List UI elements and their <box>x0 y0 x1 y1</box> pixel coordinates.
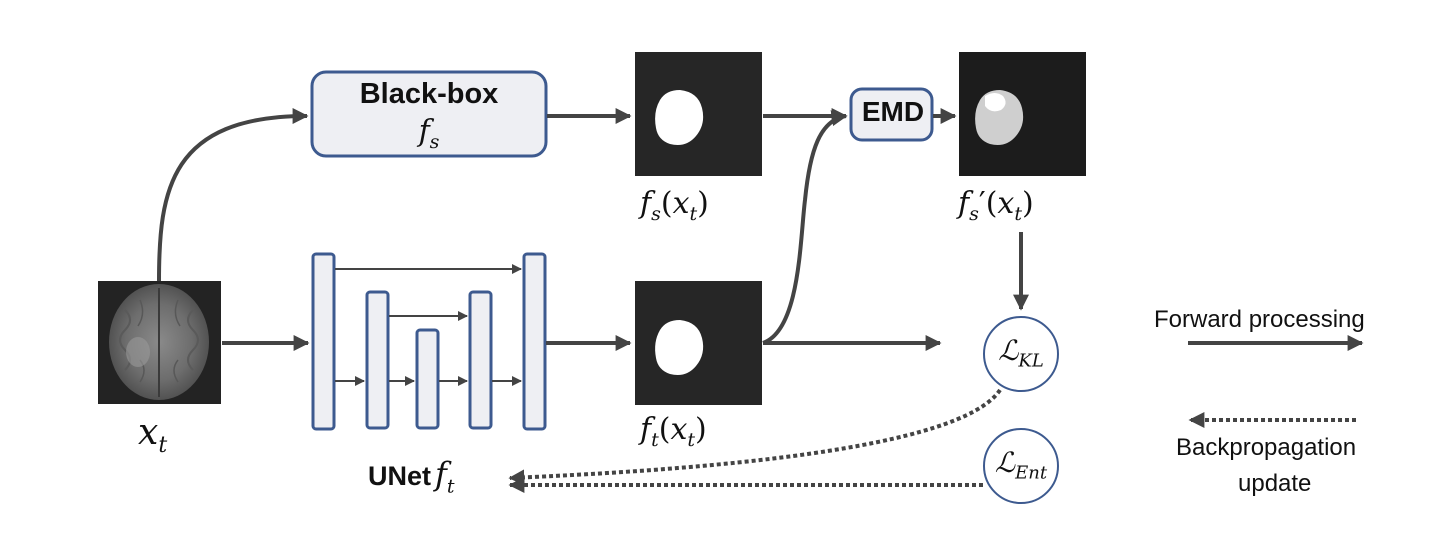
loss-ent-sub: Ent <box>1015 462 1048 484</box>
unet-f: f <box>435 455 447 493</box>
fsp-x: x <box>997 186 1015 221</box>
emd-box <box>849 87 934 142</box>
unet-diagram <box>311 252 547 431</box>
blackbox-func-sub: s <box>429 131 440 153</box>
unet-layer-2 <box>365 290 390 430</box>
forward-arrows <box>157 108 1364 351</box>
fsp-fsub: s <box>969 203 979 225</box>
backprop-arrows <box>508 388 1356 493</box>
blackbox-box <box>310 70 548 158</box>
fsp-xsub: t <box>1014 203 1022 225</box>
label-ft-xt: ft(xt) <box>640 412 707 451</box>
arrow-input-to-blackbox <box>157 108 309 282</box>
input-mri-image <box>98 281 221 404</box>
backprop-kl-to-unet <box>508 388 1002 486</box>
unet-layer-3 <box>415 328 440 430</box>
loss-kl-symbol: ℒ <box>998 334 1019 367</box>
blackbox-function: fs <box>312 114 546 153</box>
unet-layer-1 <box>311 252 336 431</box>
label-xt: xt <box>138 412 167 458</box>
blackbox-title: Black-box <box>359 78 499 110</box>
mask-ft-image <box>635 281 762 405</box>
mask-fs-image <box>635 52 762 176</box>
blackbox-func-symbol: f <box>418 114 430 149</box>
loss-kl-label: ℒKL <box>984 334 1058 372</box>
loss-kl-sub: KL <box>1018 350 1044 372</box>
legend-backprop-line1: Backpropagation <box>1176 434 1357 461</box>
label-unet: UNet ft <box>368 455 455 497</box>
loss-ent-label: ℒEnt <box>984 446 1058 484</box>
ft-x: x <box>670 412 688 447</box>
loss-ent-circle <box>983 428 1059 504</box>
ft-f: f <box>640 412 652 447</box>
legend-forward-label: Forward processing <box>1154 306 1365 333</box>
unet-layer-4 <box>468 290 493 430</box>
label-xt-sub: t <box>158 433 168 459</box>
loss-ent-symbol: ℒ <box>994 446 1016 479</box>
arrow-ft-to-emd <box>762 110 848 345</box>
mask-fsprime-image <box>959 52 1086 176</box>
fs-xsub: t <box>689 203 698 225</box>
unet-layer-5 <box>522 252 547 431</box>
unet-name: UNet <box>368 461 432 491</box>
ft-fsub: t <box>651 429 659 451</box>
legend-backprop-line2: update <box>1238 470 1312 497</box>
fsp-prime: ′ <box>978 186 986 221</box>
unet-sub: t <box>446 475 455 498</box>
emd-label: EMD <box>861 96 925 127</box>
fs-f: f <box>640 186 652 221</box>
fsp-f: f <box>958 186 970 221</box>
label-fs-xt: fs(xt) <box>640 186 709 225</box>
loss-kl-circle <box>983 316 1059 392</box>
fs-x: x <box>672 186 690 221</box>
label-fsprime-xt: fs′(xt) <box>958 186 1034 225</box>
label-xt-base: x <box>138 412 159 453</box>
ft-xsub: t <box>687 429 696 451</box>
fs-fsub: s <box>651 203 661 225</box>
